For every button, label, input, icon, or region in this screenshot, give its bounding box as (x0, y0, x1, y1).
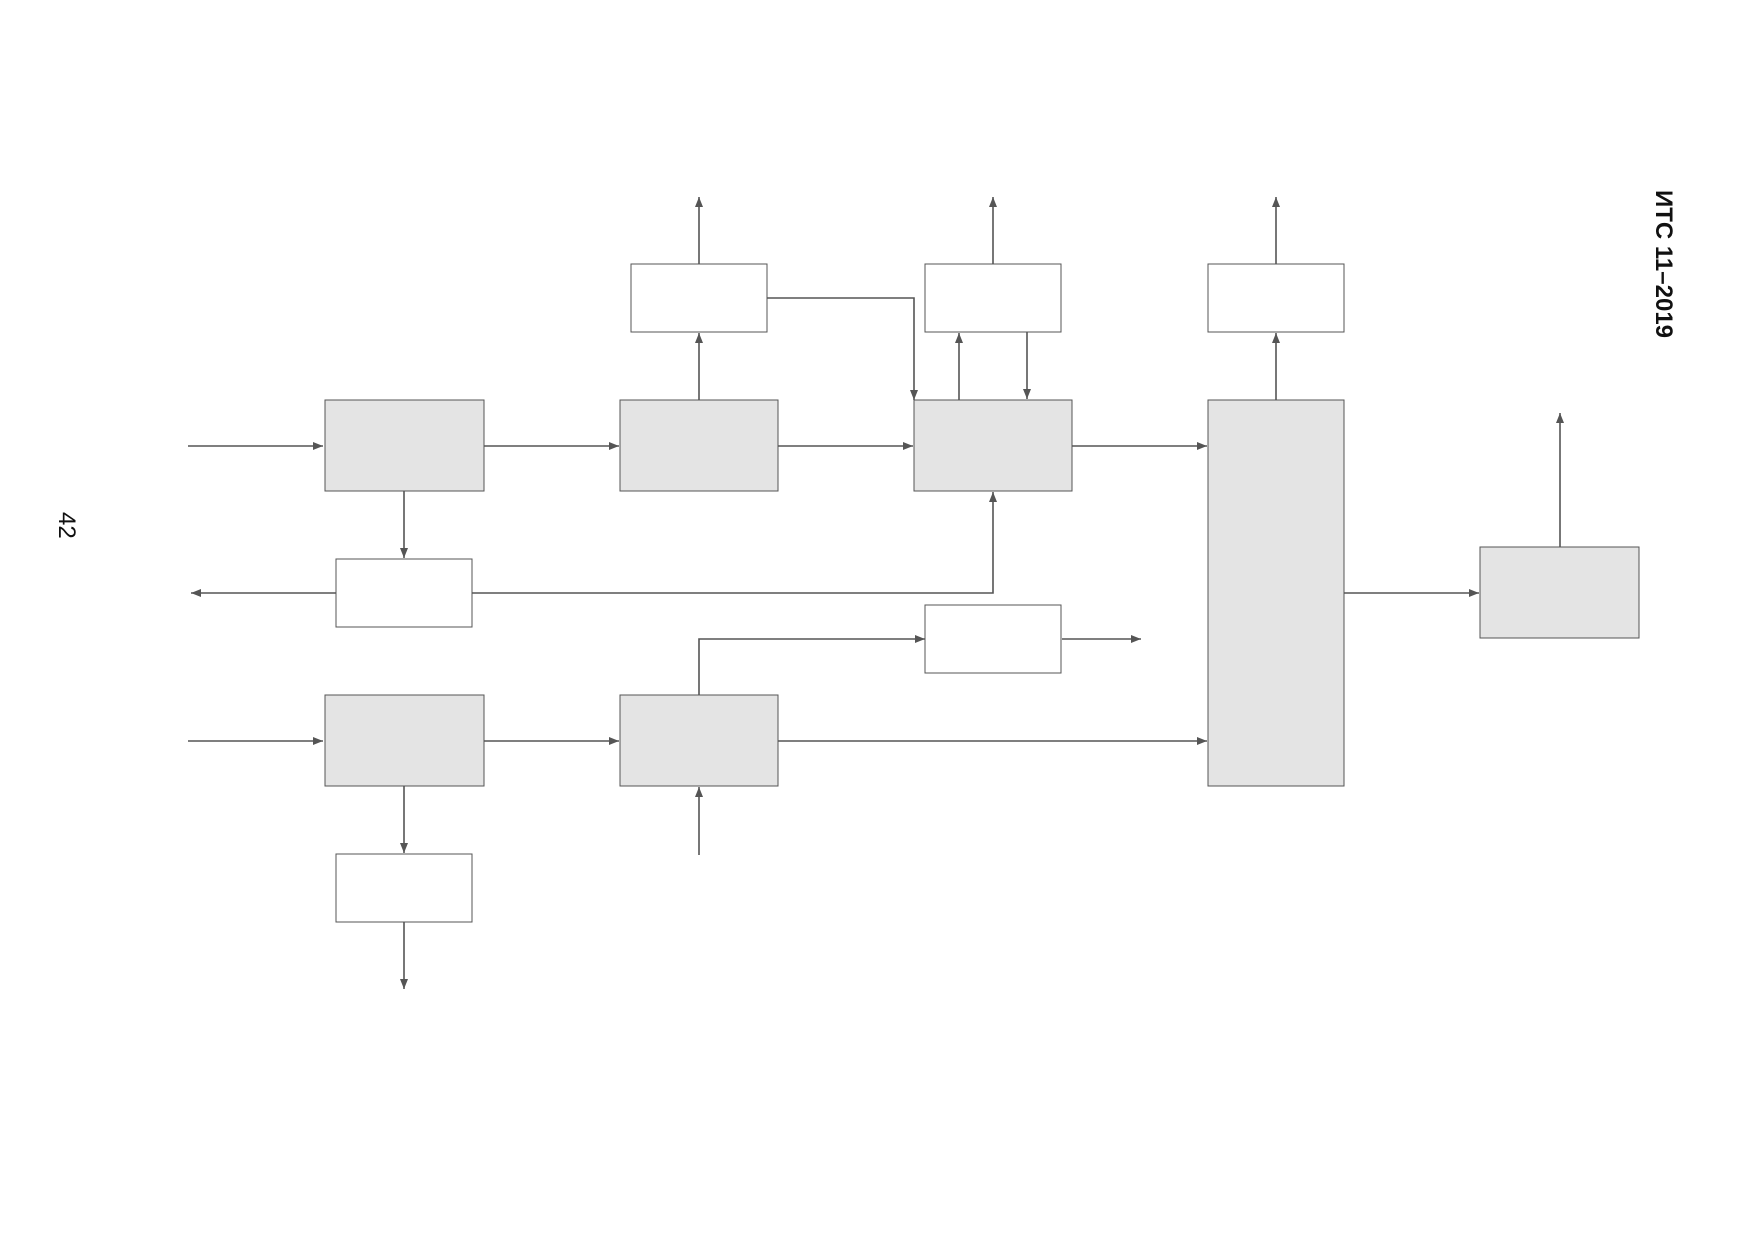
process-block-5 (619, 694, 779, 787)
arrow-w4-to-b3-bottom (472, 492, 997, 594)
arrow-b5-to-w5 (698, 635, 925, 695)
arrow-w1-to-b3 (767, 297, 918, 400)
output-block-2 (924, 263, 1062, 333)
process-block-tall (1207, 399, 1345, 787)
output-block-5 (924, 604, 1062, 674)
output-block-3 (1207, 263, 1345, 333)
output-blocks (335, 263, 1345, 923)
output-block-1 (630, 263, 768, 333)
process-block-4 (324, 694, 485, 787)
process-blocks (324, 399, 1640, 787)
connectors (188, 197, 1564, 989)
process-block-2 (619, 399, 779, 492)
output-block-4 (335, 558, 473, 628)
process-block-1 (324, 399, 485, 492)
process-block-final (1479, 546, 1640, 639)
output-block-6 (335, 853, 473, 923)
process-block-3 (913, 399, 1073, 492)
